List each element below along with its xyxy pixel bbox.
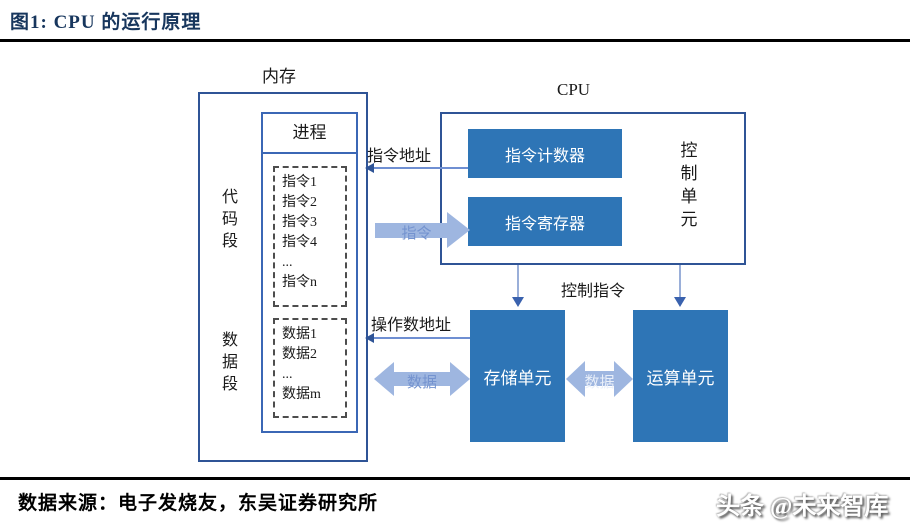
bottom-divider-line: [0, 477, 910, 480]
alu-unit-box: 运算单元: [633, 310, 728, 442]
data-segment-label: 数据段: [221, 332, 238, 393]
arrow-body: [585, 371, 614, 386]
left-arrowhead-icon: [566, 360, 585, 397]
operand-address-line: [373, 337, 470, 339]
control-instruction-label: 控制指令: [561, 283, 626, 300]
control-unit-label: 控制单元: [680, 141, 698, 229]
code-segment-label: 代码段: [221, 189, 238, 250]
arrow-body: [375, 222, 447, 238]
data-flow-label: 数据: [584, 375, 615, 391]
arrow-body: [394, 372, 450, 386]
instruction-register-box: 指令寄存器: [468, 197, 622, 246]
instruction-flow-label: 指令: [401, 226, 432, 242]
cpu-label: CPU: [557, 80, 591, 99]
top-divider-line: [0, 39, 910, 42]
data-arrow-memory-storage: 数据: [374, 362, 470, 396]
instruction-address-line: [373, 167, 468, 169]
list-item: 数据1: [282, 327, 317, 342]
operand-address-label: 操作数地址: [371, 317, 452, 334]
list-item: 指令3: [282, 215, 317, 230]
data-list-box: 数据1 数据2 ... 数据m: [273, 318, 347, 418]
instruction-counter-box: 指令计数器: [468, 129, 622, 178]
list-item: ...: [282, 255, 293, 270]
data-flow-label: 数据: [406, 375, 437, 391]
list-item: 指令2: [282, 195, 317, 210]
right-arrowhead-icon: [614, 360, 633, 397]
instruction-address-label: 指令地址: [367, 148, 432, 165]
left-arrowhead-icon: [365, 333, 374, 343]
list-item: 指令1: [282, 175, 317, 190]
control-line-right: [679, 265, 681, 299]
memory-label: 内存: [262, 67, 296, 86]
down-arrowhead-icon: [674, 297, 686, 307]
storage-unit-box: 存储单元: [470, 310, 565, 442]
list-item: 数据2: [282, 347, 317, 362]
figure-title: 图1: CPU 的运行原理: [10, 12, 202, 33]
instruction-arrow: 指令: [375, 212, 470, 248]
watermark: 头条 @未来智库: [716, 494, 889, 520]
data-source-note: 数据来源：电子发烧友，东吴证券研究所: [18, 493, 379, 514]
list-item: 指令4: [282, 235, 317, 250]
data-arrow-storage-alu: 数据: [566, 360, 633, 397]
list-item: 指令n: [282, 275, 317, 290]
left-arrowhead-icon: [374, 362, 394, 396]
control-line-left: [517, 265, 519, 299]
instruction-list-box: 指令1 指令2 指令3 指令4 ... 指令n: [273, 166, 347, 307]
list-item: 数据m: [282, 387, 321, 402]
right-arrowhead-icon: [447, 212, 470, 248]
down-arrowhead-icon: [512, 297, 524, 307]
process-label: 进程: [263, 114, 356, 154]
list-item: ...: [282, 367, 293, 382]
left-arrowhead-icon: [365, 163, 374, 173]
right-arrowhead-icon: [450, 362, 470, 396]
